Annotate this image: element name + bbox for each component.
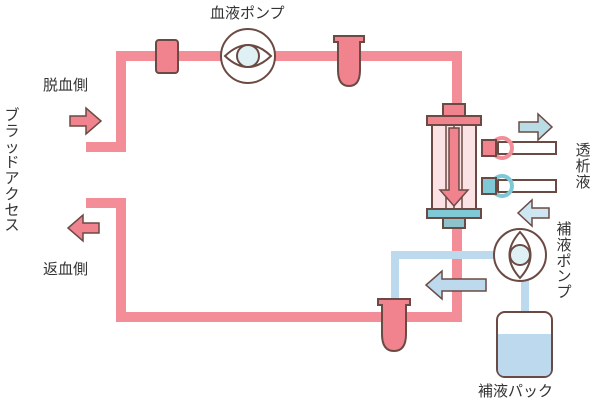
dialyzer-flow-arrow [438, 127, 470, 208]
substitution-pump-label: 補液ポンプ [556, 220, 572, 301]
blood-line-outflow [86, 51, 462, 152]
dialyzer [426, 103, 482, 229]
dialysate-label: 透析液 [575, 141, 591, 191]
drip-chamber-venous [377, 298, 411, 353]
blood-pump [220, 28, 276, 84]
substitution-line [391, 251, 510, 305]
dialysate-outflow-port [481, 139, 497, 157]
outflow-side-label: 脱血側 [43, 76, 89, 94]
substitution-pack-label: 補液パック [478, 382, 554, 400]
dialysate-out-arrow [518, 112, 554, 142]
dialysate-inflow-port [481, 177, 497, 195]
return-side-label: 返血側 [43, 260, 89, 278]
return-arrow [66, 213, 100, 243]
dialysate-inflow-tube [497, 179, 557, 193]
blood-pump-label: 血液ポンプ [210, 4, 285, 22]
substitution-pump [493, 228, 547, 282]
outflow-arrow [69, 106, 103, 136]
substitution-pack [496, 311, 553, 378]
substitution-flow-arrow [424, 269, 487, 301]
blood-access-label: ブラッドアクセス [4, 106, 20, 235]
blood-line-clamp [155, 39, 179, 74]
dialysate-in-arrow [516, 198, 550, 228]
drip-chamber-arterial [333, 35, 365, 88]
dialysate-outflow-tube [497, 141, 557, 155]
